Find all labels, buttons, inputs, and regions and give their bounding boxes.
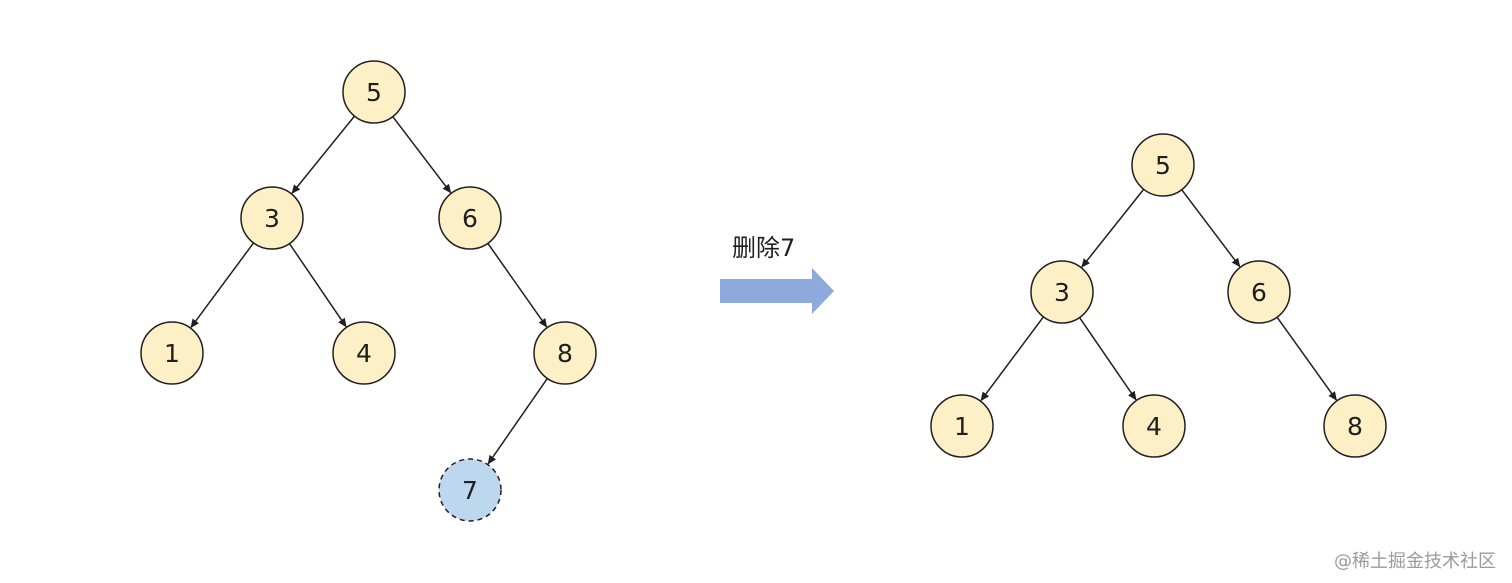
node-value: 8: [1347, 412, 1363, 441]
node-circle: [438, 186, 502, 250]
node-value: 7: [462, 476, 478, 505]
node-value: 3: [264, 204, 280, 233]
operation-label: 删除7: [732, 234, 795, 262]
before-tree: 5 3 6 1 4 8 7: [140, 60, 597, 522]
tree-edge-b6-b8: [487, 242, 548, 328]
node-value: 6: [462, 204, 478, 233]
node-circle: [1030, 260, 1094, 324]
tree-edge-b5-b6: [392, 116, 452, 194]
tree-edge-a5-a3: [1081, 188, 1145, 268]
node-circle: [1227, 260, 1291, 324]
node-circle: [140, 321, 204, 385]
tree-edge-b8-b7: [487, 378, 548, 465]
node-value: 3: [1054, 278, 1070, 307]
tree-node-7: 7: [438, 458, 502, 522]
tree-edge-b5-b3: [291, 115, 356, 194]
watermark: @稀土掘金技术社区: [1334, 551, 1496, 572]
node-circle: [1131, 133, 1195, 197]
tree-edge-a6-a8: [1276, 316, 1337, 401]
tree-node-6: 6: [438, 186, 502, 250]
tree-node-3: 3: [1030, 260, 1094, 324]
tree-node-1: 1: [930, 394, 994, 458]
tree-node-8: 8: [1323, 394, 1387, 458]
deleted-node-circle: [438, 458, 502, 522]
tree-edge-a5-a6: [1181, 189, 1241, 268]
node-value: 4: [1146, 412, 1162, 441]
tree-node-5: 5: [1131, 133, 1195, 197]
node-value: 6: [1251, 278, 1267, 307]
node-value: 8: [557, 339, 573, 368]
tree-node-6: 6: [1227, 260, 1291, 324]
tree-node-4: 4: [1122, 394, 1186, 458]
tree-node-4: 4: [332, 321, 396, 385]
node-value: 1: [164, 339, 180, 368]
tree-node-3: 3: [240, 186, 304, 250]
right-arrow-icon: [720, 268, 834, 314]
tree-node-5: 5: [342, 60, 406, 124]
operation-arrow: 删除7: [720, 234, 834, 314]
tree-edge-a3-a1: [980, 316, 1045, 402]
tree-edge-b3-b1: [190, 242, 255, 329]
tree-edge-b3-b4: [288, 243, 347, 328]
tree-node-8: 8: [533, 321, 597, 385]
node-circle: [342, 60, 406, 124]
tree-node-1: 1: [140, 321, 204, 385]
node-value: 5: [366, 78, 382, 107]
node-circle: [1122, 394, 1186, 458]
node-value: 5: [1155, 151, 1171, 180]
node-circle: [332, 321, 396, 385]
node-value: 4: [356, 339, 372, 368]
after-tree: 5 3 6 1 4 8: [930, 133, 1387, 458]
node-circle: [1323, 394, 1387, 458]
node-value: 1: [954, 412, 970, 441]
node-circle: [930, 394, 994, 458]
node-circle: [533, 321, 597, 385]
node-circle: [240, 186, 304, 250]
tree-edge-a3-a4: [1078, 317, 1137, 401]
